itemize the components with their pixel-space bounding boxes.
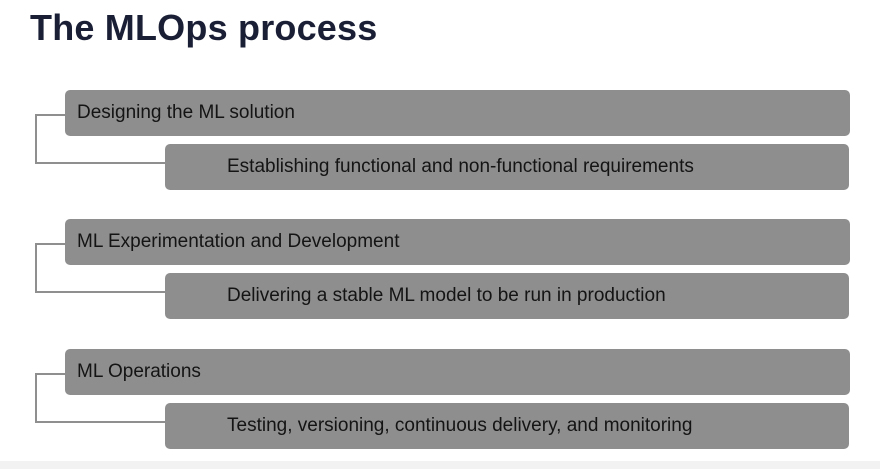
phase-label: Designing the ML solution [77, 102, 295, 123]
phase-label: ML Experimentation and Development [77, 231, 400, 252]
process-group-experimentation: ML Experimentation and Development Deliv… [0, 219, 880, 323]
detail-box-operations: Testing, versioning, continuous delivery… [165, 403, 849, 449]
slide-title: The MLOps process [30, 7, 378, 48]
phase-box-operations: ML Operations [65, 349, 850, 395]
detail-label: Delivering a stable ML model to be run i… [227, 285, 666, 306]
phase-label: ML Operations [77, 361, 201, 382]
detail-label: Testing, versioning, continuous delivery… [227, 415, 693, 436]
phase-box-experimentation: ML Experimentation and Development [65, 219, 850, 265]
detail-box-design: Establishing functional and non-function… [165, 144, 849, 190]
detail-label: Establishing functional and non-function… [227, 156, 694, 177]
detail-box-experimentation: Delivering a stable ML model to be run i… [165, 273, 849, 319]
process-group-design: Designing the ML solution Establishing f… [0, 90, 880, 194]
bottom-edge-strip [0, 461, 880, 469]
phase-box-design: Designing the ML solution [65, 90, 850, 136]
process-group-operations: ML Operations Testing, versioning, conti… [0, 349, 880, 453]
